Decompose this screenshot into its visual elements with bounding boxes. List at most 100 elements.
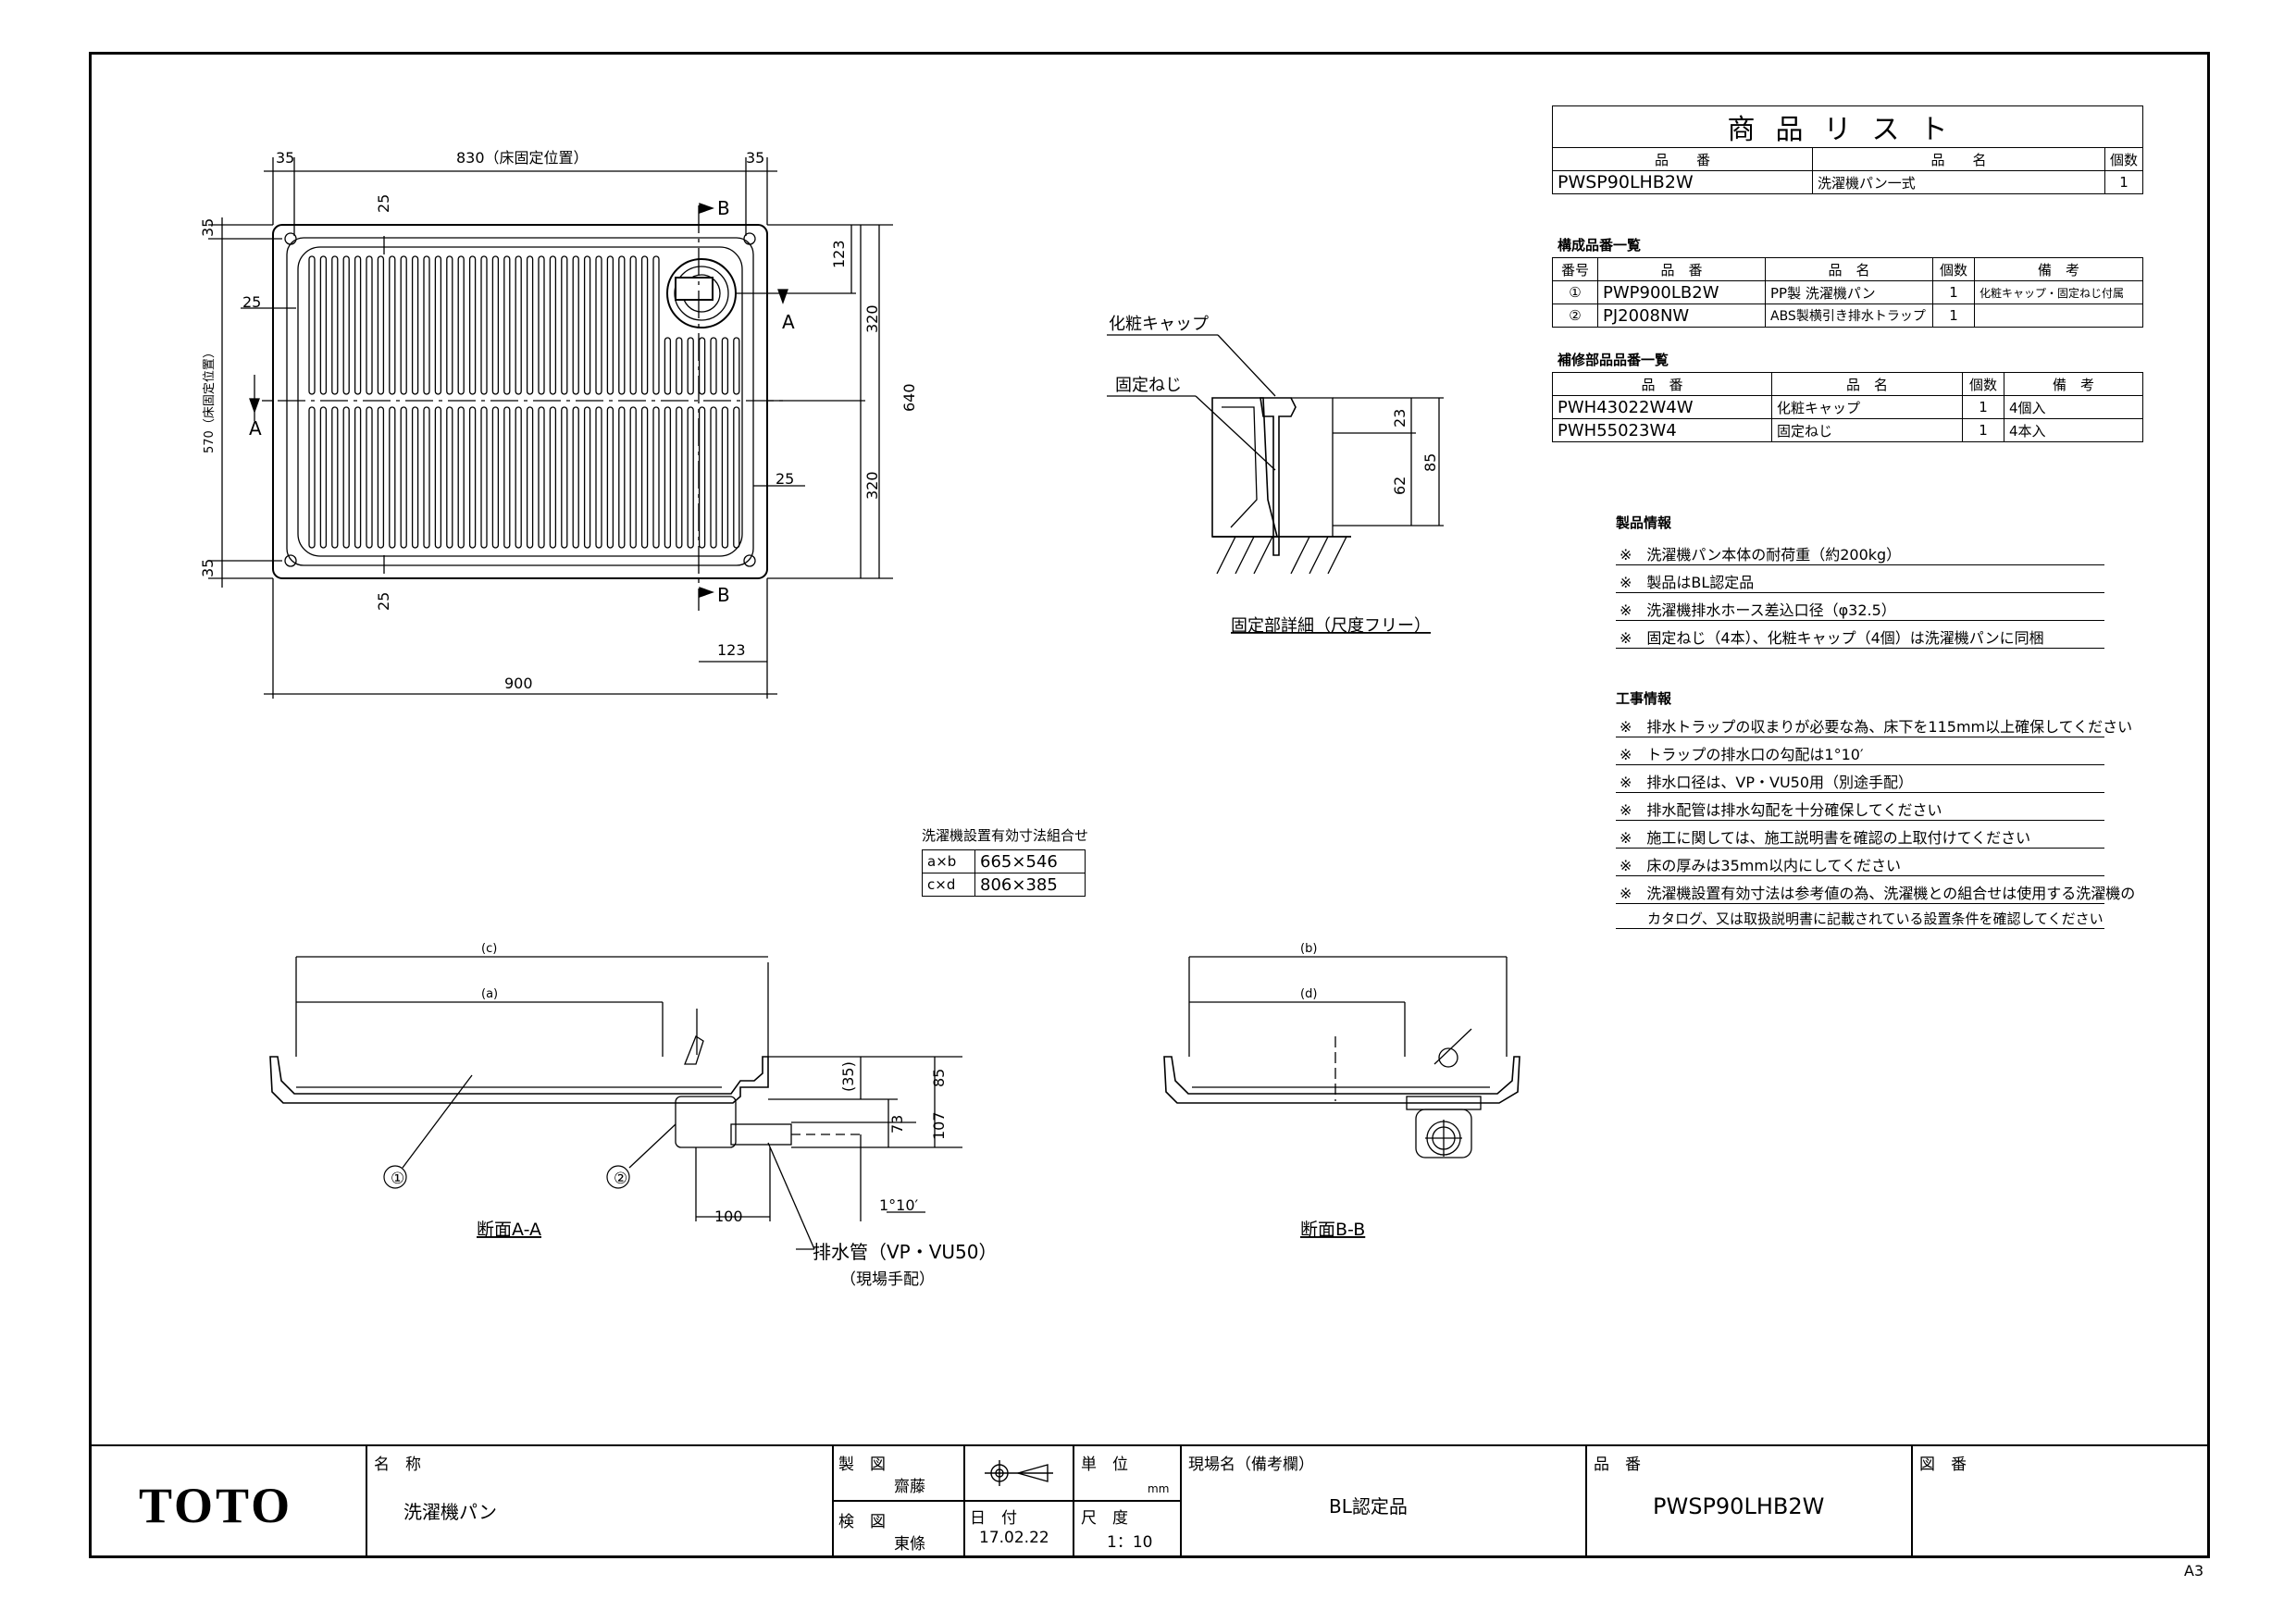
product-list-qty: 1 bbox=[2104, 170, 2144, 194]
pan-rib bbox=[389, 406, 396, 549]
product-info-title: 製品情報 bbox=[1616, 514, 1672, 531]
size-combo-value: 806×385 bbox=[974, 873, 1086, 897]
toto-logo: TOTO bbox=[139, 1478, 293, 1533]
components-row-code: PJ2008NW bbox=[1597, 304, 1766, 328]
size-combo-title: 洗濯機設置有効寸法組合せ bbox=[922, 827, 1089, 844]
tb-unit: mm bbox=[1148, 1482, 1170, 1495]
tb-scale-label: 尺 度 bbox=[1081, 1509, 1128, 1528]
product-info-item: ※ 製品はBL認定品 bbox=[1616, 570, 2104, 593]
pan-rib bbox=[491, 255, 500, 395]
repair-header-name: 品 名 bbox=[1771, 372, 1963, 396]
repair-row-remarks: 4個入 bbox=[2004, 395, 2143, 419]
section-a-dim-107: 107 bbox=[930, 1111, 948, 1140]
tb-checked-by: 東條 bbox=[894, 1535, 925, 1554]
pan-rib bbox=[515, 255, 522, 395]
components-row-code: PWP900LB2W bbox=[1597, 280, 1766, 304]
pan-rib bbox=[606, 255, 614, 395]
pan-rib bbox=[366, 406, 373, 549]
plan-dim-bottom-margin: 35 bbox=[199, 559, 217, 577]
section-a-dim-100: 100 bbox=[714, 1208, 743, 1225]
components-row-remarks: 化粧キャップ・固定ねじ付属 bbox=[1974, 280, 2143, 304]
pan-rib bbox=[468, 406, 477, 549]
drain-pipe-note: （現場手配） bbox=[840, 1270, 935, 1289]
pan-rib bbox=[377, 406, 385, 549]
plan-dim-left-edge: 35 bbox=[276, 149, 294, 167]
pan-rib bbox=[377, 255, 385, 395]
product-list-name: 洗濯機パン一式 bbox=[1812, 170, 2105, 194]
plan-dim-fix-depth: 570（床固定位置） bbox=[203, 346, 217, 453]
pan-rib bbox=[583, 406, 591, 549]
section-a-marker: A bbox=[249, 417, 262, 440]
pan-rib bbox=[434, 406, 442, 549]
section-a-dim-85: 85 bbox=[930, 1069, 948, 1087]
pan-rib bbox=[549, 255, 557, 395]
tb-site-label: 現場名（備考欄） bbox=[1188, 1456, 1314, 1474]
pan-rib bbox=[698, 337, 706, 395]
pan-rib bbox=[354, 255, 362, 395]
construction-info-item: ※ トラップの排水口の勾配は1°10′ bbox=[1616, 742, 2104, 765]
repair-parts-table: 品 番 品 名 個数 備 考 PWH43022W4W 化粧キャップ 1 4個入 … bbox=[1552, 372, 2143, 442]
label-fixing-screw: 固定ねじ bbox=[1115, 376, 1182, 395]
size-combo-value: 665×546 bbox=[974, 849, 1086, 873]
pan-rib bbox=[561, 406, 568, 549]
plan-dim-rib-right: 25 bbox=[776, 470, 794, 488]
pan-rib bbox=[687, 406, 694, 549]
pan-rib bbox=[331, 255, 339, 395]
pan-rib bbox=[411, 255, 419, 395]
pan-rib bbox=[640, 406, 649, 549]
pan-rib bbox=[721, 337, 729, 395]
pan-rib bbox=[400, 255, 407, 395]
components-row-name: ABS製横引き排水トラップ bbox=[1765, 304, 1933, 328]
repair-row-code: PWH43022W4W bbox=[1552, 395, 1772, 419]
pan-rib bbox=[389, 255, 396, 395]
product-list-header-code: 品 番 bbox=[1552, 147, 1813, 171]
section-a-dim-a: (a) bbox=[481, 987, 498, 1001]
components-row-name: PP製 洗濯機パン bbox=[1765, 280, 1933, 304]
size-combo-label: a×b bbox=[922, 849, 975, 873]
section-a-view bbox=[269, 956, 962, 1250]
callout-1: ① bbox=[391, 1170, 404, 1188]
section-a-marker: A bbox=[782, 311, 795, 333]
pan-rib bbox=[583, 255, 591, 395]
pan-rib bbox=[342, 255, 350, 395]
pan-rib bbox=[538, 406, 545, 549]
section-b-marker: B bbox=[717, 197, 730, 219]
pan-rib bbox=[526, 406, 534, 549]
product-list-header-name: 品 名 bbox=[1812, 147, 2105, 171]
plan-dim-drain-y: 123 bbox=[830, 240, 848, 268]
pan-rib bbox=[572, 255, 579, 395]
pan-rib bbox=[354, 406, 362, 549]
pan-rib bbox=[480, 255, 488, 395]
pan-rib bbox=[503, 255, 511, 395]
repair-row: PWH55023W4 固定ねじ 1 4本入 bbox=[1552, 418, 2143, 442]
fixing-detail-view bbox=[1107, 334, 1444, 575]
section-a-dim-35: (35) bbox=[839, 1061, 857, 1092]
pan-rib bbox=[468, 255, 477, 395]
pan-rib bbox=[710, 406, 717, 549]
repair-header-remarks: 備 考 bbox=[2004, 372, 2143, 396]
pan-rib bbox=[652, 406, 660, 549]
pan-rib bbox=[319, 255, 328, 395]
components-row-qty: 1 bbox=[1932, 304, 1975, 328]
pan-rib bbox=[572, 406, 579, 549]
components-title: 構成品番一覧 bbox=[1558, 237, 1642, 254]
section-b-marker: B bbox=[717, 584, 730, 606]
pan-rib bbox=[676, 337, 683, 395]
third-angle-projection-icon bbox=[985, 1460, 1053, 1486]
components-table: 番号 品 番 品 名 個数 備 考 ① PWP900LB2W PP製 洗濯機パン… bbox=[1552, 257, 2143, 328]
pan-rib bbox=[457, 255, 465, 395]
tb-drawn-by: 齋藤 bbox=[894, 1478, 925, 1496]
pan-rib bbox=[308, 255, 316, 395]
construction-info-item: カタログ、又は取扱説明書に記載されている設置条件を確認してください bbox=[1616, 909, 2104, 929]
tb-product-code: PWSP90LHB2W bbox=[1653, 1493, 1825, 1519]
tb-checked-label: 検 図 bbox=[838, 1513, 886, 1531]
pan-rib bbox=[687, 337, 694, 395]
construction-info-item: ※ 洗濯機設置有効寸法は参考値の為、洗濯機との組合せは使用する洗濯機の bbox=[1616, 881, 2135, 904]
section-a-dim-73: 73 bbox=[888, 1115, 906, 1134]
tb-name-label: 名 称 bbox=[374, 1456, 421, 1474]
pan-rib bbox=[618, 406, 626, 549]
pan-rib bbox=[515, 406, 522, 549]
plan-dim-depth: 640 bbox=[900, 383, 918, 412]
